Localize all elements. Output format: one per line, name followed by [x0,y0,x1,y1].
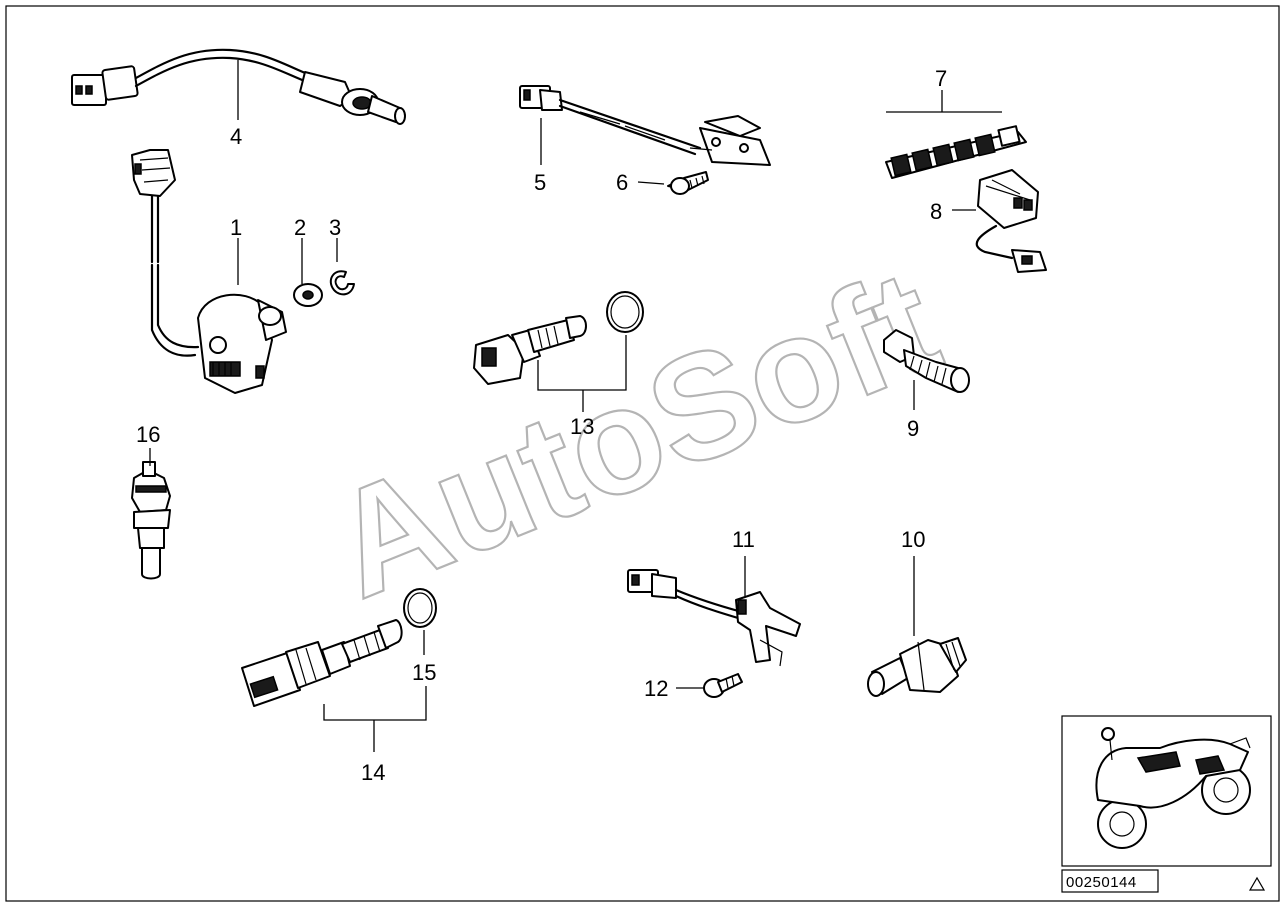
callout-8: 8 [930,199,942,224]
leader-6 [637,181,665,185]
warning-triangle-icon [1248,876,1266,891]
callout-10: 10 [901,527,925,552]
callout-2: 2 [294,215,306,240]
callout-16: 16 [136,422,160,447]
part-3-circlip[interactable] [329,270,355,296]
callout-11: 11 [732,527,755,552]
part-2-washer[interactable] [293,283,323,307]
part-9-switch[interactable] [883,329,970,393]
drawing-number-box: 00250144 [1061,869,1159,893]
part-6-screw[interactable] [667,171,709,195]
callout-9: 9 [907,416,919,441]
callout-7: 7 [935,66,947,91]
callout-4: 4 [230,124,242,149]
part-16-sensor[interactable] [131,461,171,580]
part-12-screw[interactable] [703,673,743,698]
part-11-switch[interactable] [627,569,801,667]
callout-12: 12 [644,676,668,701]
callout-6: 6 [616,170,628,195]
part-15-o-ring[interactable] [403,588,437,628]
callout-14: 14 [361,760,385,785]
part-8-connector[interactable] [975,169,1047,273]
callout-13: 13 [570,414,594,439]
part-4-sensor-cable[interactable] [71,48,406,125]
drawing-number: 00250144 [1066,874,1137,891]
diagram-frame [5,5,1280,902]
leader-14 [323,686,427,752]
thumbnail-frame [1061,715,1272,867]
part-1-sensor[interactable] [131,149,287,394]
callout-1: 1 [230,215,242,240]
motorcycle-thumbnail [1061,715,1272,867]
part-13-temperature-sender[interactable] [473,291,644,412]
callout-15: 15 [412,660,436,685]
callout-3: 3 [329,215,341,240]
callout-5: 5 [534,170,546,195]
part-5-micro-switch[interactable] [519,85,771,166]
part-10-pressure-switch[interactable] [867,637,967,697]
part-14-temperature-sensor[interactable] [241,619,403,707]
part-7-cap-strip[interactable] [885,90,1027,179]
